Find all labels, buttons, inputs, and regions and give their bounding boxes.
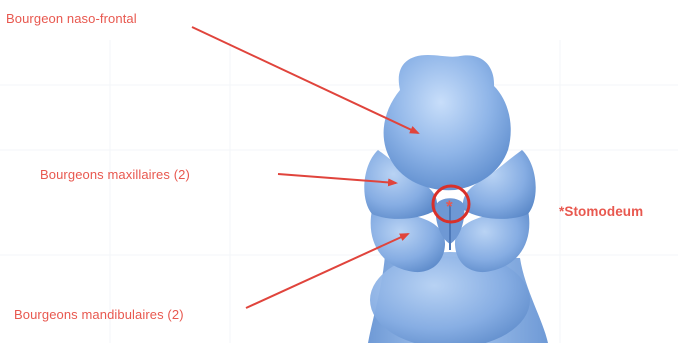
mandibular-bud-left xyxy=(371,210,445,272)
stomodeum-marker: * xyxy=(446,197,453,216)
label-stomodeum: *Stomodeum xyxy=(559,205,643,219)
background-grid xyxy=(0,40,678,343)
label-maxillaires: Bourgeons maxillaires (2) xyxy=(40,168,190,181)
label-naso-frontal: Bourgeon naso-frontal xyxy=(6,12,137,25)
arrow-naso-frontal xyxy=(192,27,418,133)
naso-frontal-bud xyxy=(384,55,511,190)
label-mandibulaires: Bourgeons mandibulaires (2) xyxy=(14,308,184,321)
